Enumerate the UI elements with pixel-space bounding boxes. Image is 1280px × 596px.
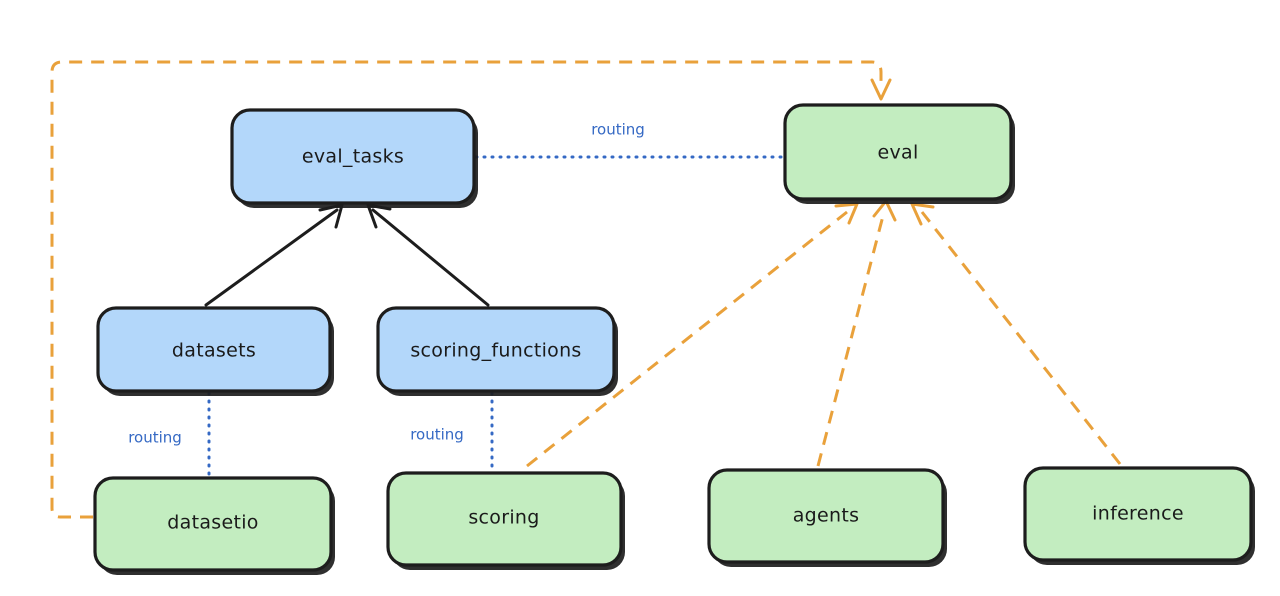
edge-datasets-to-eval-tasks [204, 203, 344, 307]
edge-datasets-to-eval-tasks-path [204, 208, 339, 307]
node-eval[interactable]: eval [783, 103, 1015, 204]
node-datasets-box[interactable] [96, 306, 332, 393]
node-eval-label: eval [877, 142, 918, 164]
node-eval-box[interactable] [783, 103, 1013, 201]
node-agents[interactable]: agents [707, 468, 947, 567]
node-scoring[interactable]: scoring [386, 471, 625, 570]
solid-edges-group [204, 203, 490, 307]
node-scoring-label: scoring [468, 507, 539, 529]
edge-inference-to-eval-path [920, 211, 1122, 465]
node-datasets-label: datasets [172, 340, 256, 362]
node-scoring-functions-box[interactable] [376, 306, 616, 393]
node-eval-tasks[interactable]: eval_tasks [230, 108, 478, 208]
edge-scoring-functions-to-eval-tasks-path [371, 208, 490, 307]
node-inference[interactable]: inference [1023, 466, 1255, 565]
node-scoring-functions[interactable]: scoring_functions [376, 306, 618, 396]
edge-label-routing-scoring-functions: routing [410, 426, 464, 444]
node-eval-tasks-label: eval_tasks [302, 146, 404, 168]
edge-inference-to-eval [910, 202, 1122, 465]
node-inference-box[interactable] [1023, 466, 1253, 562]
node-datasetio-label: datasetio [167, 512, 258, 534]
node-agents-box[interactable] [707, 468, 945, 564]
node-agents-label: agents [793, 505, 860, 527]
node-inference-label: inference [1092, 503, 1184, 525]
routing-edges-group [207, 155, 786, 479]
edge-label-routing-datasets: routing [128, 429, 182, 447]
node-datasetio[interactable]: datasetio [93, 476, 335, 575]
edge-scoring-to-eval-path [526, 210, 848, 468]
edge-label-routing-eval-tasks: routing [591, 121, 645, 139]
edge-agents-to-eval-path [816, 211, 886, 467]
node-scoring-box[interactable] [386, 471, 623, 567]
node-datasets[interactable]: datasets [96, 306, 334, 396]
edge-scoring-functions-to-eval-tasks [366, 203, 490, 307]
edge-datasetio-to-eval [50, 60, 892, 519]
edge-datasetio-to-eval-arrowhead [870, 78, 892, 101]
edge-datasetio-to-eval-path [50, 60, 883, 519]
edge-labels-group: routing routing routing [128, 121, 645, 447]
node-eval-tasks-box[interactable] [230, 108, 476, 205]
node-scoring-functions-label: scoring_functions [410, 340, 581, 362]
node-datasetio-box[interactable] [93, 476, 333, 572]
edge-agents-to-eval [816, 199, 897, 467]
dependency-edges-group [50, 60, 1122, 519]
